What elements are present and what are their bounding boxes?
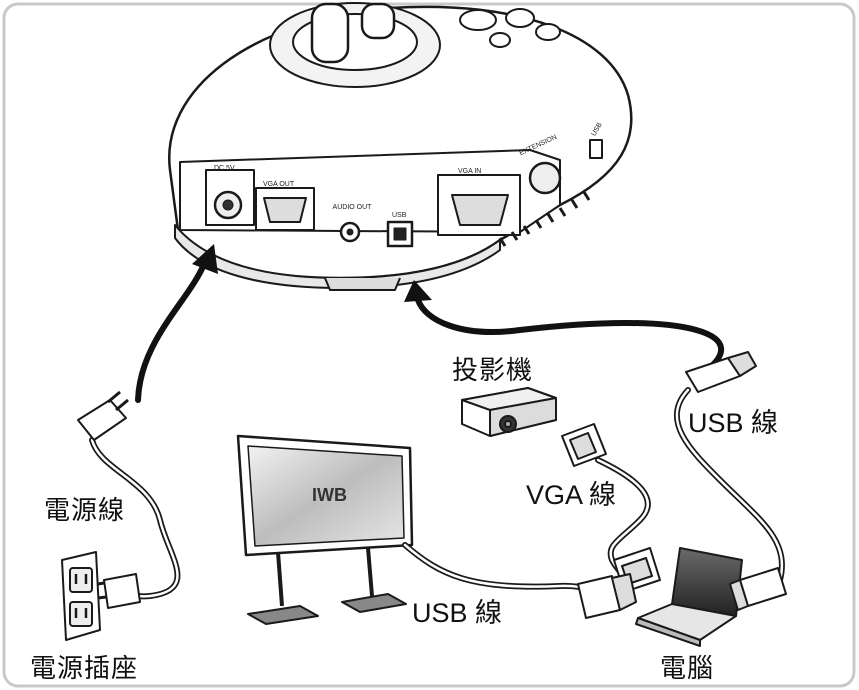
power-outlet-icon — [61, 551, 101, 641]
usb-cable-label-bottom: USB 線 — [412, 598, 503, 628]
port-label-audio-out: AUDIO OUT — [332, 204, 372, 211]
projector-label: 投影機 — [452, 356, 534, 386]
port-label-usb: USB — [392, 212, 407, 219]
power-arrow-head — [192, 244, 218, 274]
power-cable-label: 電源線 — [44, 496, 126, 526]
iwb-screen-label: IWB — [312, 485, 347, 505]
power-outlet-label: 電源插座 — [30, 654, 139, 684]
projector-icon — [461, 387, 557, 437]
computer-label: 電腦 — [660, 654, 715, 684]
plugs — [77, 351, 787, 619]
iwb-board — [236, 434, 414, 625]
laptop-icon — [635, 547, 743, 647]
usb-arrow — [415, 297, 725, 378]
usb-cable-iwb — [402, 542, 603, 603]
document-camera — [167, 2, 633, 291]
usb-arrow-head — [404, 280, 432, 302]
port-label-vga-in: VGA IN — [458, 168, 482, 175]
power-arrow — [135, 259, 208, 403]
port-label-dc: DC 5V — [214, 165, 235, 172]
port-label-vga-out: VGA OUT — [263, 181, 295, 188]
usb-cable-label-top: USB 線 — [688, 408, 779, 438]
vga-cable-label: VGA 線 — [526, 480, 617, 510]
